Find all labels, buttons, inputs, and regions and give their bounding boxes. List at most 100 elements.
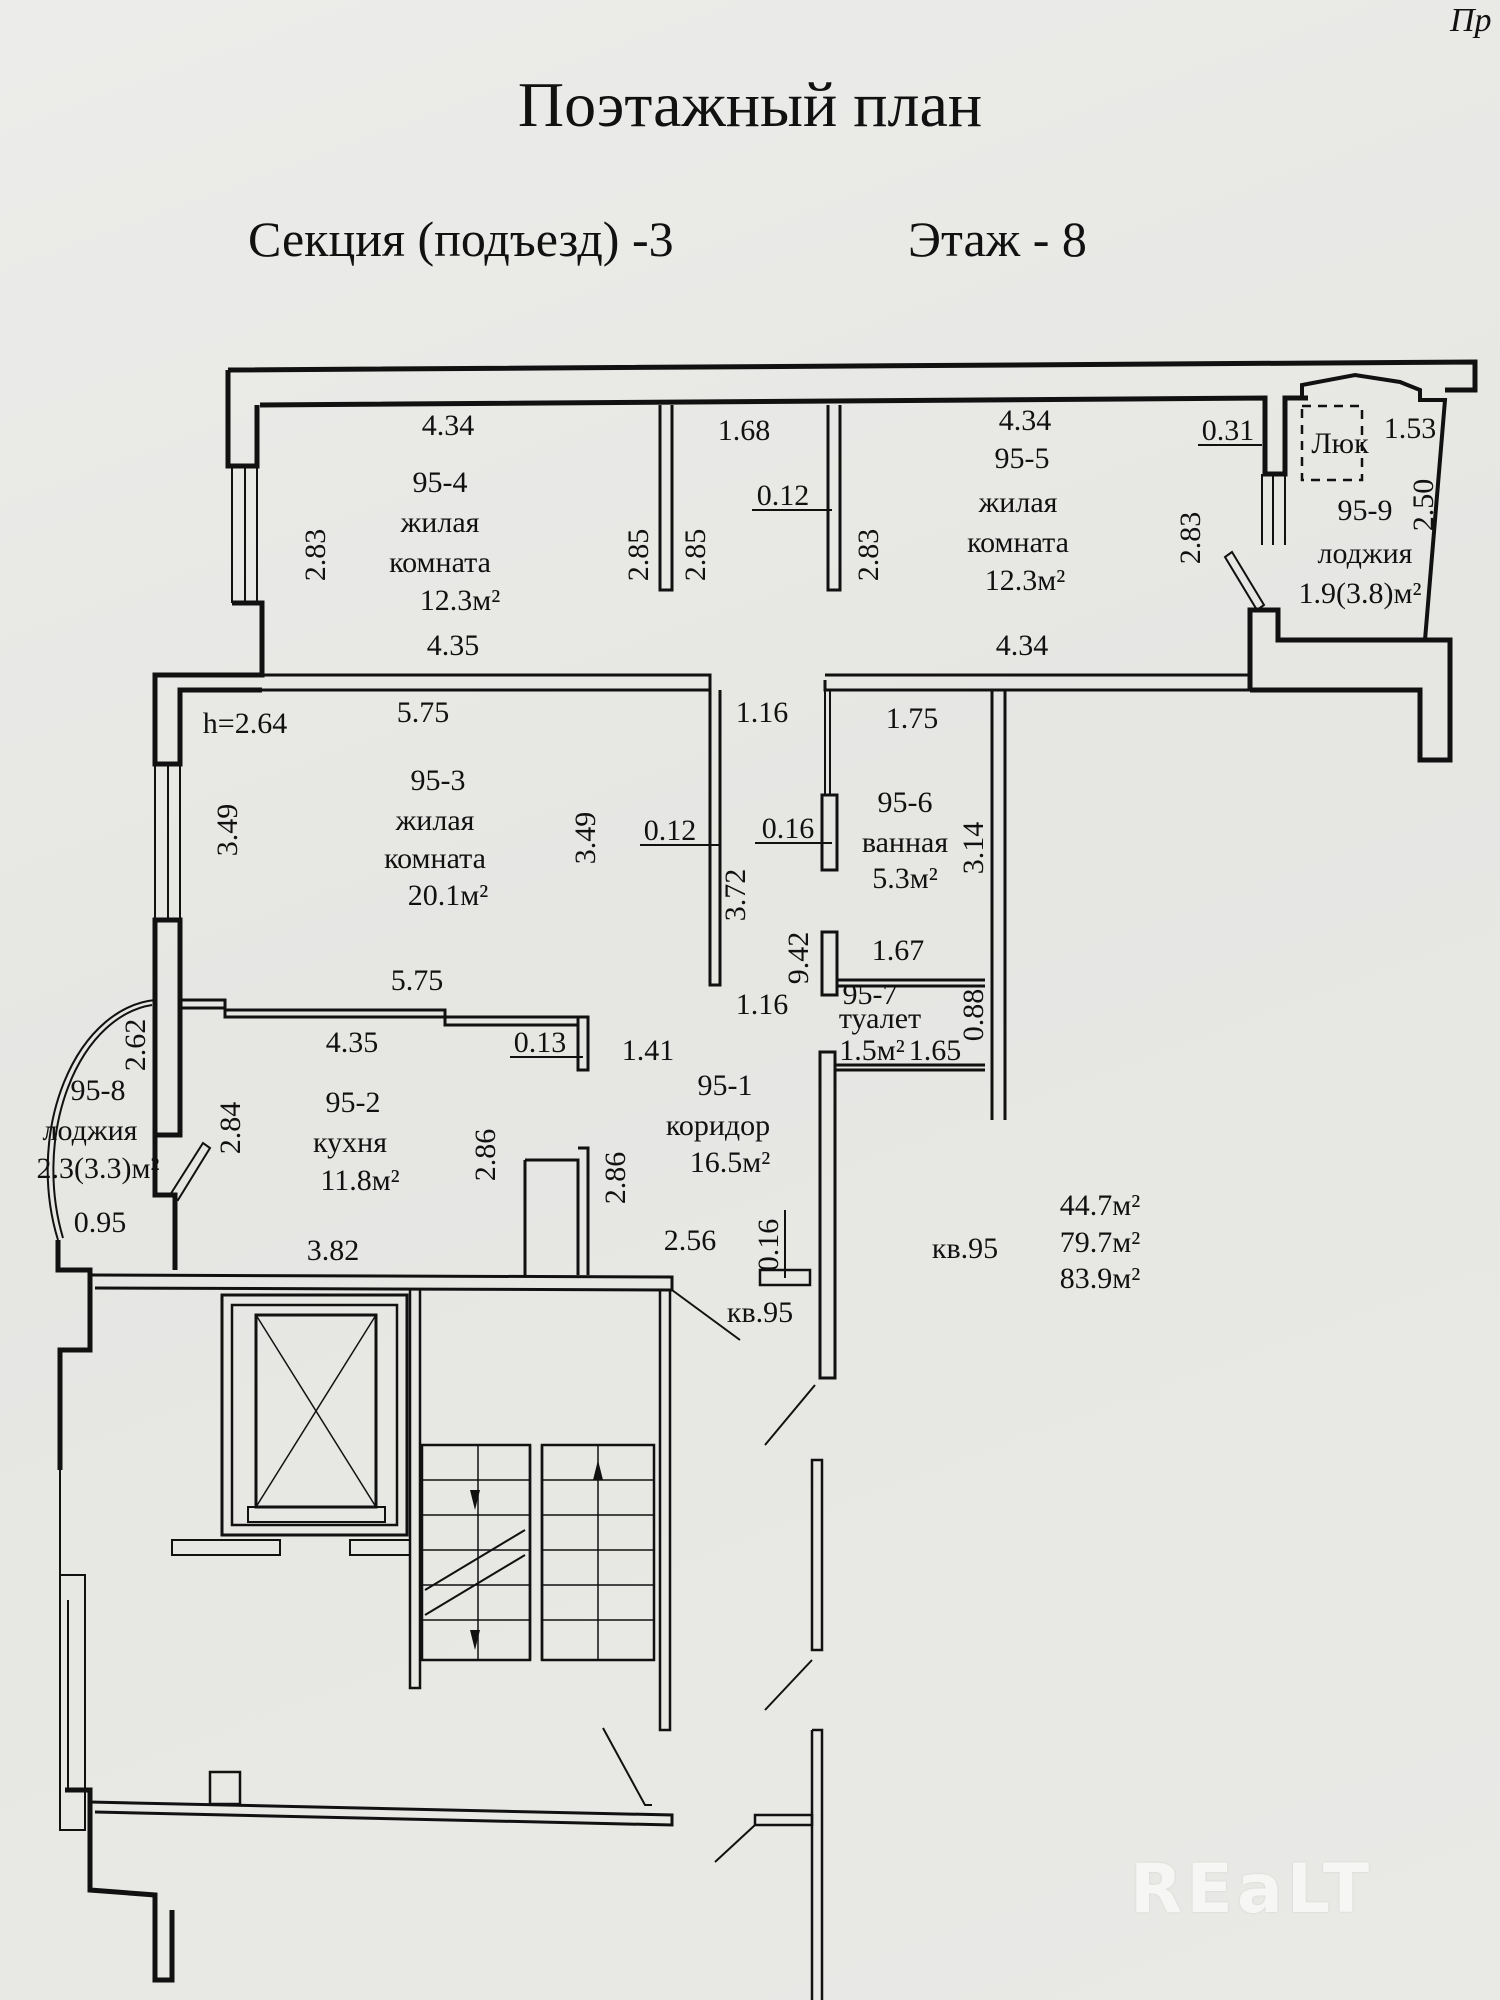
- total-area-with-loggias: 83.9м²: [1060, 1262, 1140, 1295]
- room-95-6: 95-6 ванная 5.3м²: [862, 786, 949, 895]
- dimensions-vertical: 2.83 2.85 2.85 2.83 2.83 2.50 3.49 3.49 …: [119, 479, 1440, 1272]
- room-id: 95-9: [1338, 494, 1393, 527]
- room-name: жилая: [400, 506, 480, 539]
- dimension: 1.68: [718, 414, 771, 447]
- room-95-7: 95-7 туалет 1.5м²: [839, 978, 921, 1067]
- dimension: 2.84: [214, 1102, 247, 1155]
- room-name: жилая: [395, 804, 475, 837]
- room-name: комната: [389, 546, 491, 579]
- dimension: 2.85: [679, 529, 712, 582]
- dimension: 1.53: [1384, 412, 1437, 445]
- dimension: 2.83: [1174, 512, 1207, 565]
- total-area: 79.7м²: [1060, 1226, 1140, 1259]
- room-name: лоджия: [43, 1114, 138, 1147]
- room-id: 95-2: [326, 1086, 381, 1119]
- dimension: 4.35: [326, 1026, 379, 1059]
- window-room-4: [231, 466, 258, 603]
- arrow-up-icon: [593, 1460, 603, 1480]
- room-name: туалет: [839, 1002, 921, 1035]
- dimension: 4.34: [422, 409, 475, 442]
- stair-flight-down: [420, 1443, 532, 1662]
- window-loggia-9: [1261, 474, 1286, 545]
- wall-kitchen-top: [180, 1006, 578, 1027]
- dimension: 2.62: [119, 1019, 152, 1072]
- room-area: 12.3м²: [420, 584, 500, 617]
- dimension: 0.31: [1202, 414, 1255, 447]
- dimension: 2.85: [622, 529, 655, 582]
- door-leaf-1: [764, 1384, 816, 1446]
- dimension: 2.83: [299, 529, 332, 582]
- dimension: 4.34: [999, 404, 1052, 437]
- door-leaf-2: [764, 1659, 813, 1711]
- apartment-summary: кв.95 44.7м² 79.7м² 83.9м² кв.95: [727, 1189, 1140, 1329]
- wall-nw-corner: [225, 370, 260, 469]
- room-95-4: 95-4 жилая комната 12.3м²: [389, 466, 500, 617]
- dimension: 0.12: [644, 814, 697, 847]
- pier-west: [152, 917, 183, 1138]
- wall-southwest: [55, 1240, 93, 1470]
- dimension: 0.88: [957, 989, 990, 1042]
- dimension: 2.86: [599, 1152, 632, 1205]
- hatch-outline: [1300, 404, 1364, 482]
- dimension: 5.75: [391, 964, 444, 997]
- lift-side-walls: [171, 1539, 411, 1556]
- room-95-3: 95-3 жилая комната 20.1м²: [384, 764, 488, 912]
- dimension: 1.65: [909, 1034, 962, 1067]
- wall-bath-right: [990, 690, 1007, 1120]
- room-name: комната: [384, 842, 486, 875]
- dimension: 3.49: [569, 812, 602, 865]
- dimension: 0.16: [752, 1219, 785, 1272]
- dimension: 1.75: [886, 702, 939, 735]
- wall-stub-south: [753, 1813, 814, 1827]
- room-area: 16.5м²: [690, 1146, 770, 1179]
- door-leaf-3: [714, 1824, 756, 1863]
- dimension: 2.56: [664, 1224, 717, 1257]
- dimension: 1.16: [736, 696, 789, 729]
- dimension: 4.34: [996, 629, 1049, 662]
- wall-stub-corridor: [758, 1268, 812, 1287]
- room-name: лоджия: [1318, 537, 1413, 570]
- stair-divider: [528, 1445, 544, 1660]
- corner-text-fragment: Пр: [1450, 2, 1492, 39]
- section-label: Секция (подъезд) -3: [248, 211, 674, 267]
- partition-closet-right: [826, 405, 842, 592]
- partition-closet-left: [658, 405, 674, 592]
- room-id: 95-4: [413, 466, 468, 499]
- wall-room4-room3: [262, 673, 722, 987]
- door-jamb-wc: [820, 930, 839, 997]
- walls: [46, 359, 1478, 2000]
- dimension: 0.16: [762, 812, 815, 845]
- entry-label: кв.95: [727, 1296, 793, 1329]
- arrow-down-icon: [470, 1490, 480, 1510]
- room-id: 95-7: [843, 978, 898, 1011]
- room-id: 95-3: [411, 764, 466, 797]
- wall-loggia-9-outer: [1300, 372, 1448, 641]
- stair-niche: [208, 1770, 242, 1806]
- arrow-down-icon: [470, 1630, 480, 1650]
- hatch-label: Люк: [1311, 427, 1369, 460]
- room-area: 5.3м²: [872, 862, 937, 895]
- dimension: 1.41: [622, 1034, 675, 1067]
- door-loggia-8: [168, 1141, 212, 1202]
- loggia-8-arc-outer: [46, 999, 156, 1241]
- wall-segment-east-2: [810, 1728, 824, 2000]
- stair-arrows: [470, 1460, 603, 1650]
- exterior-wall-top: [227, 359, 1478, 393]
- room-95-9: 95-9 лоджия 1.9(3.8)м² Люк: [1299, 427, 1422, 610]
- wall-kitchen-bottom: [89, 1273, 674, 1292]
- room-id: 95-5: [995, 442, 1050, 475]
- wall-corridor-east: [818, 1050, 837, 1380]
- stair-center-lines: [477, 1445, 599, 1660]
- window-stairwell: [59, 1470, 86, 1831]
- dimension: 1.16: [736, 988, 789, 1021]
- dimension: 3.49: [211, 804, 244, 857]
- dimension: 4.35: [427, 629, 480, 662]
- room-id: 95-8: [71, 1074, 126, 1107]
- stair-treads: [422, 1479, 654, 1621]
- room-95-1: 95-1 коридор 16.5м²: [666, 1069, 770, 1179]
- room-name: кухня: [313, 1126, 387, 1159]
- room-area: 1.5м²: [839, 1034, 904, 1067]
- stair-wall-left: [408, 1290, 422, 1690]
